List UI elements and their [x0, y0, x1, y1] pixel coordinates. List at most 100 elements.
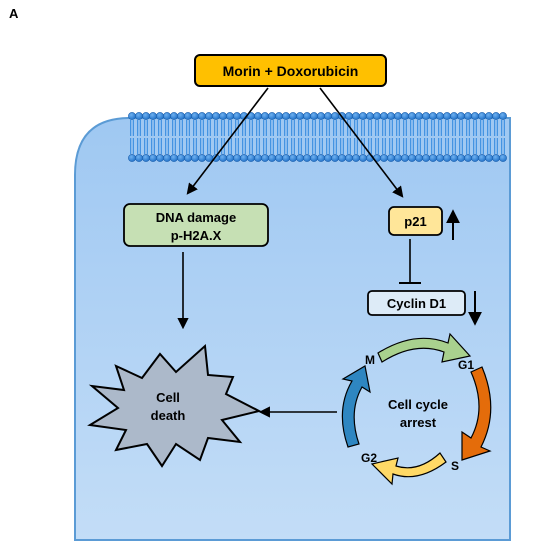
cell-death-line1: Cell [156, 390, 180, 405]
cyclin-d1-label: Cyclin D1 [387, 296, 446, 311]
lipid-head [464, 154, 472, 162]
lipid-head [233, 154, 241, 162]
arc-g1-to-s [461, 366, 492, 461]
lipid-head [191, 112, 199, 120]
cell-death-starburst [87, 343, 262, 468]
panel-label: A [9, 6, 19, 21]
lipid-head [436, 112, 444, 120]
lipid-head [275, 154, 283, 162]
lipid-head [464, 112, 472, 120]
lipid-head [247, 154, 255, 162]
treatment-box [194, 54, 387, 87]
p-h2ax-label: p-H2A.X [171, 228, 222, 243]
lipid-head [170, 154, 178, 162]
lipid-head [170, 112, 178, 120]
lipid-head [310, 154, 318, 162]
lipid-head [191, 154, 199, 162]
lipid-head [205, 154, 213, 162]
lipid-head [303, 154, 311, 162]
lipid-head [352, 154, 360, 162]
lipid-head [492, 112, 500, 120]
lipid-head [142, 112, 150, 120]
phase-g1-label: G1 [458, 358, 474, 372]
lipid-head [373, 112, 381, 120]
arc-g2-to-m [341, 365, 371, 448]
cell-cycle-arrest-line1: Cell cycle [388, 397, 448, 412]
lipid-head [268, 112, 276, 120]
lipid-head [156, 112, 164, 120]
lipid-head [296, 112, 304, 120]
lipid-head [443, 154, 451, 162]
lipid-head [324, 112, 332, 120]
lipid-head [149, 154, 157, 162]
lipid-head [387, 112, 395, 120]
phase-m-label: M [365, 353, 375, 367]
lipid-head [471, 112, 479, 120]
lipid-head [163, 112, 171, 120]
lipid-head [254, 154, 262, 162]
arrow-to-dna-damage [186, 87, 269, 195]
lipid-head [226, 112, 234, 120]
lipid-head [429, 154, 437, 162]
lipid-head [429, 112, 437, 120]
lipid-head [492, 154, 500, 162]
p21-box [388, 206, 443, 236]
phase-s-label: S [451, 459, 459, 473]
lipid-head [415, 154, 423, 162]
lipid-head [338, 154, 346, 162]
lipid-head [366, 112, 374, 120]
lipid-head [254, 112, 262, 120]
lipid-head [380, 154, 388, 162]
lipid-head [198, 154, 206, 162]
lipid-head [310, 112, 318, 120]
cyclin-d1-box [367, 290, 466, 316]
treatment-label: Morin + Doxorubicin [223, 63, 359, 79]
lipid-head [198, 112, 206, 120]
lipid-head [317, 112, 325, 120]
lipid-head [282, 154, 290, 162]
lipid-head [387, 154, 395, 162]
lipid-head [415, 112, 423, 120]
lipid-head [478, 112, 486, 120]
lipid-head [219, 154, 227, 162]
arrow-to-p21 [319, 87, 404, 198]
lipid-head [135, 154, 143, 162]
lipid-head [317, 154, 325, 162]
lipid-head [422, 154, 430, 162]
lipid-head [289, 112, 297, 120]
lipid-head [226, 154, 234, 162]
lipid-head [219, 112, 227, 120]
lipid-head [450, 154, 458, 162]
lipid-head [149, 112, 157, 120]
lipid-head [128, 112, 136, 120]
lipid-head [401, 154, 409, 162]
lipid-head [184, 154, 192, 162]
lipid-head [261, 112, 269, 120]
lipid-head [394, 112, 402, 120]
lipid-head [352, 112, 360, 120]
lipid-head [394, 154, 402, 162]
lipid-head [282, 112, 290, 120]
lipid-head [422, 112, 430, 120]
lipid-head [485, 112, 493, 120]
lipid-head [499, 154, 507, 162]
lipid-head [275, 112, 283, 120]
cell-death-line2: death [151, 408, 186, 423]
lipid-head [471, 154, 479, 162]
lipid-head [177, 112, 185, 120]
lipid-head [499, 112, 507, 120]
lipid-head [212, 112, 220, 120]
lipid-head [268, 154, 276, 162]
lipid-head [408, 154, 416, 162]
arc-s-to-g2 [370, 452, 447, 486]
lipid-head [205, 112, 213, 120]
cell-body [74, 117, 511, 541]
lipid-head [324, 154, 332, 162]
lipid-head [345, 112, 353, 120]
phase-g2-label: G2 [361, 451, 377, 465]
lipid-head [436, 154, 444, 162]
lipid-head [450, 112, 458, 120]
arc-m-to-g1 [377, 332, 472, 363]
lipid-head [478, 154, 486, 162]
